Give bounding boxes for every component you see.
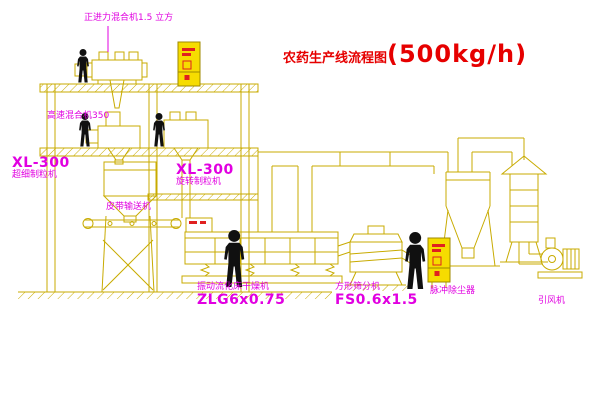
- worker-ground-right-icon: [405, 232, 426, 289]
- dust-collector: [500, 155, 548, 265]
- cabinet-legs: [431, 282, 447, 288]
- induced-draft-fan: [537, 237, 583, 279]
- building-structure: [18, 83, 332, 299]
- plow-mixer: [74, 51, 148, 109]
- control-cabinet-1: [177, 41, 201, 87]
- square-sieve: [337, 225, 416, 291]
- worker-second-floor-right-icon: [153, 113, 165, 147]
- fluid-bed-dryer: [181, 217, 343, 284]
- exhaust-ducting: [257, 137, 525, 232]
- dryer-feed-marks: [189, 221, 206, 224]
- granulator-tank: [102, 161, 158, 223]
- belt-conveyor: [82, 218, 182, 229]
- control-cabinet-2: [427, 237, 451, 283]
- rotary-granulator: [163, 111, 209, 218]
